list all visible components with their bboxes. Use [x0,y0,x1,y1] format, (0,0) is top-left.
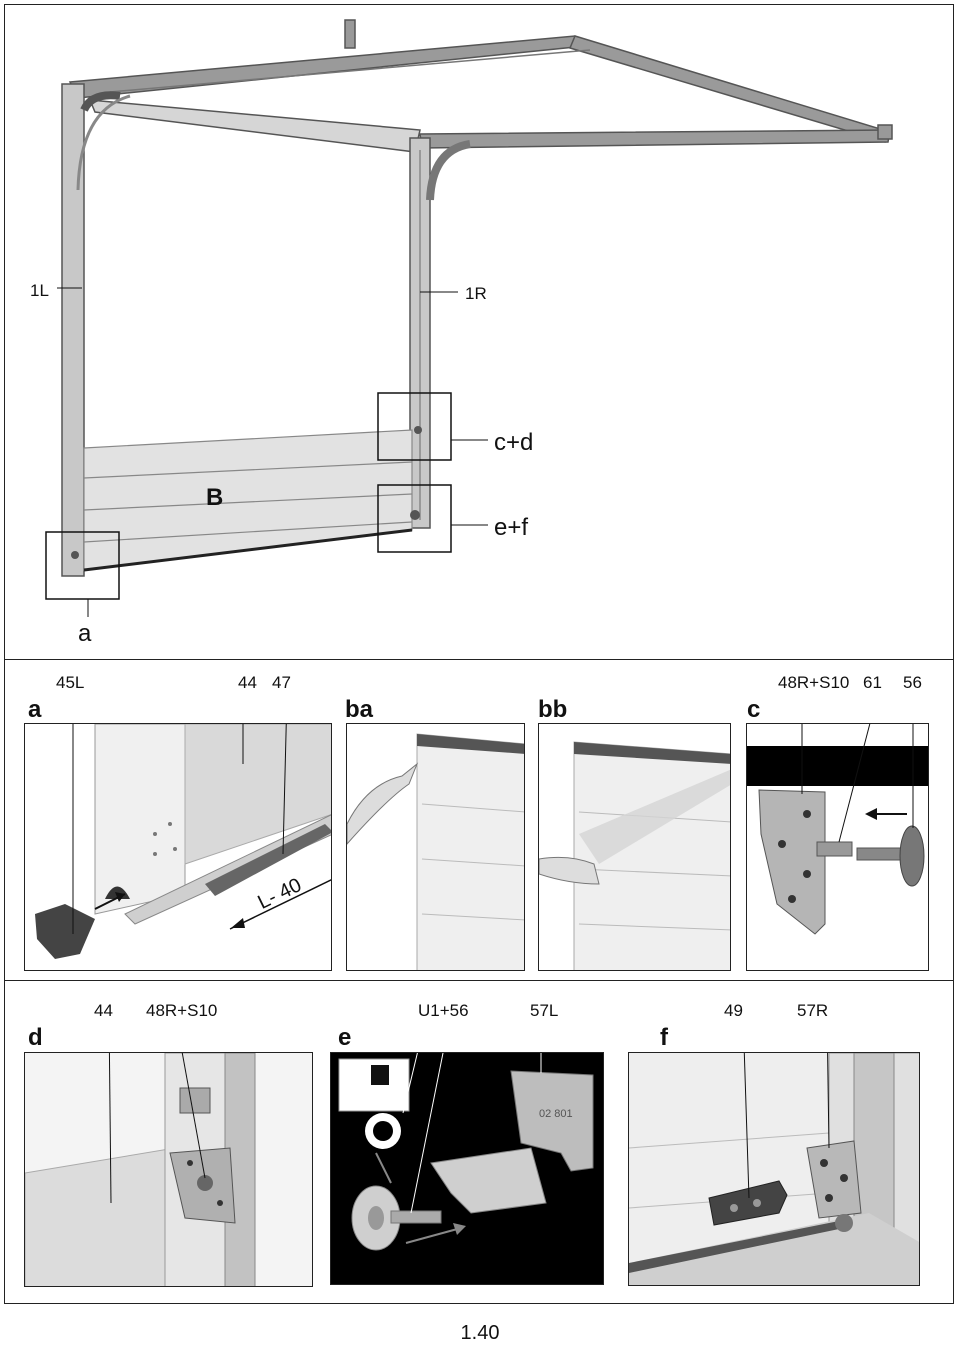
detail-letter-bb: bb [538,696,568,723]
label-1R: 1R [465,284,487,303]
detail-letter-ba: ba [345,696,374,723]
part-label-45L: 45L [56,673,85,692]
row-divider-2 [4,980,954,981]
part-label-61: 61 [863,673,882,692]
part-label-49: 49 [724,1001,743,1020]
part-label-44: 44 [238,673,257,692]
part-label-U1-56: U1+56 [418,1001,469,1020]
garage-door-overview-drawing [45,19,893,617]
part-label-56: 56 [903,673,922,692]
part-label-48R-S10-d: 48R+S10 [146,1001,218,1020]
page-frame [4,4,954,1304]
detail-letter-f: f [660,1024,668,1051]
detail-d-image [24,1052,313,1287]
detail-c-image [746,723,929,971]
detail-letter-d: d [28,1024,43,1051]
detail-a-image: L- 40 [24,723,332,971]
detail-e-image: 02 801 [330,1052,604,1285]
callout-c-d: c+d [494,429,534,456]
label-panel-B: B [206,484,224,511]
callout-e-f: e+f [494,514,529,541]
detail-letter-a: a [28,696,42,723]
detail-letter-e: e [338,1024,352,1051]
part-label-57L: 57L [530,1001,559,1020]
part-label-48R-S10: 48R+S10 [778,673,850,692]
detail-bb-image [538,723,731,971]
detail-letter-c: c [747,696,761,723]
part-label-47: 47 [272,673,291,692]
label-1L: 1L [30,281,49,300]
row-divider-1 [4,659,954,660]
plate-stamp: 02 801 [539,1108,573,1120]
detail-f-image [628,1052,920,1286]
callout-a: a [78,620,92,647]
part-label-57R: 57R [797,1001,829,1020]
detail-ba-image [346,723,525,971]
part-label-44-d: 44 [94,1001,113,1020]
page-number: 1.40 [460,1322,500,1344]
